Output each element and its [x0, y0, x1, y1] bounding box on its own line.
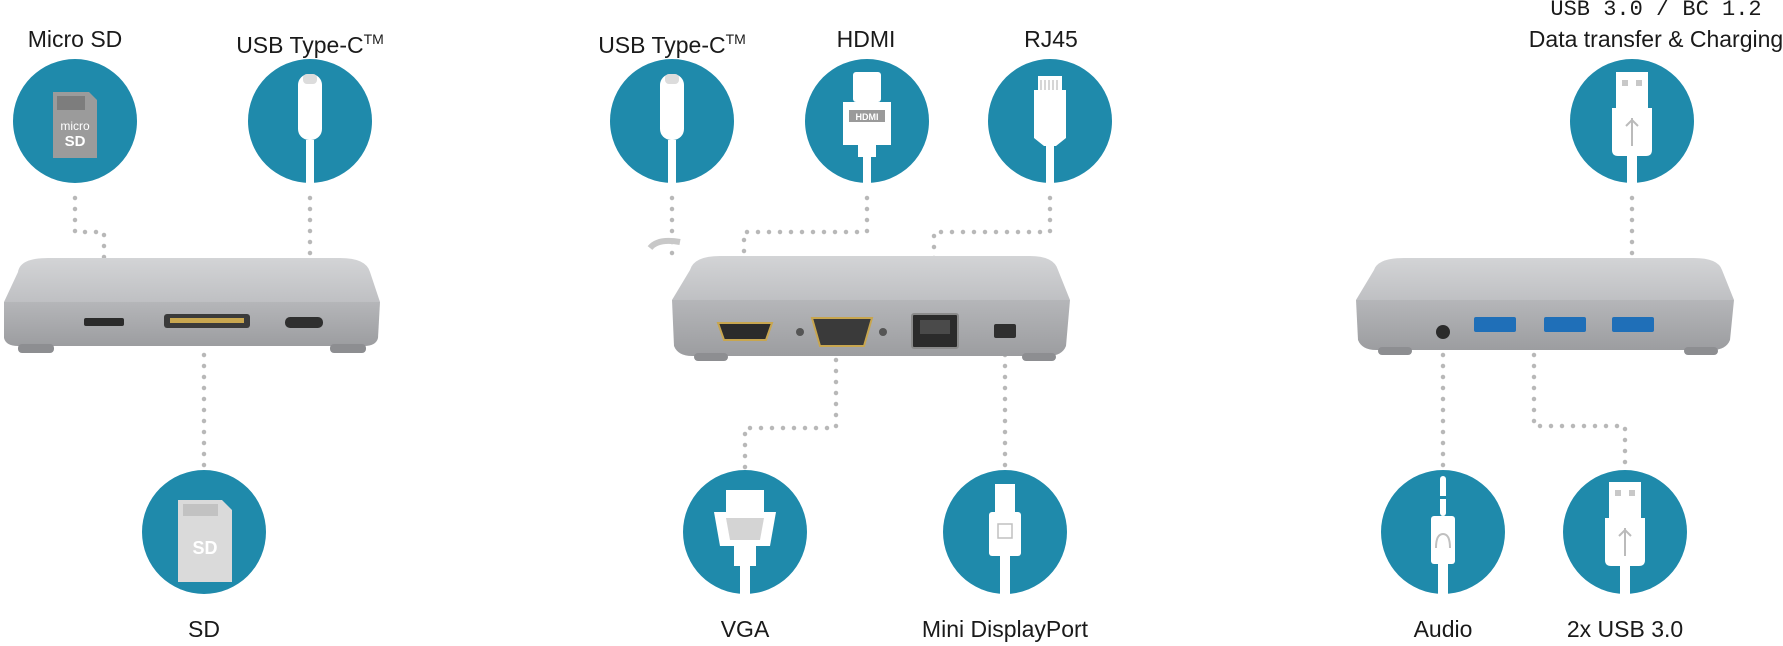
label-sd: SD: [188, 616, 220, 642]
dock-center-front: [647, 237, 1070, 361]
usb-c-center-icon: [610, 59, 734, 185]
micro-sd-icon: micro SD: [13, 59, 137, 183]
label-usb-c-center-tm: TM: [725, 31, 746, 47]
label-usb-c-center: USB Type-CTM: [598, 26, 746, 58]
label-usb-c-left-text: USB Type-C: [236, 32, 364, 58]
label-usb30-bc-line1: USB 3.0 / BC 1.2: [1550, 0, 1762, 22]
micro-sd-icon-text2: SD: [65, 133, 86, 150]
mini-displayport-icon: [943, 470, 1067, 594]
label-usb30-bc-line2: Data transfer & Charging: [1528, 26, 1783, 52]
hdmi-icon-text: HDMI: [856, 112, 879, 122]
usb-a-bottom-icon: [1563, 470, 1687, 594]
label-usb-c-left-tm: TM: [363, 31, 384, 47]
usb-c-left-icon: [248, 59, 372, 185]
label-mini-displayport: Mini DisplayPort: [921, 616, 1089, 642]
usb-a-top-icon: [1570, 59, 1694, 185]
label-hdmi: HDMI: [836, 26, 896, 52]
audio-jack-icon: [1381, 470, 1505, 594]
label-usb-c-center-text: USB Type-C: [598, 32, 726, 58]
sd-card-icon-text: SD: [192, 538, 217, 558]
sd-card-icon: SD: [142, 470, 266, 594]
dock-right-front: [1356, 258, 1734, 355]
vga-icon: [683, 470, 807, 594]
label-micro-sd: Micro SD: [27, 26, 123, 52]
label-vga: VGA: [720, 616, 770, 642]
hdmi-icon: HDMI: [805, 59, 929, 185]
label-usb30-2x: 2x USB 3.0: [1566, 616, 1684, 642]
label-rj45: RJ45: [1024, 26, 1078, 52]
rj45-icon: [988, 59, 1112, 184]
micro-sd-icon-text: micro: [60, 119, 90, 133]
label-audio: Audio: [1413, 616, 1473, 642]
dock-left-side: [4, 258, 380, 353]
label-usb-c-left: USB Type-CTM: [236, 26, 384, 58]
